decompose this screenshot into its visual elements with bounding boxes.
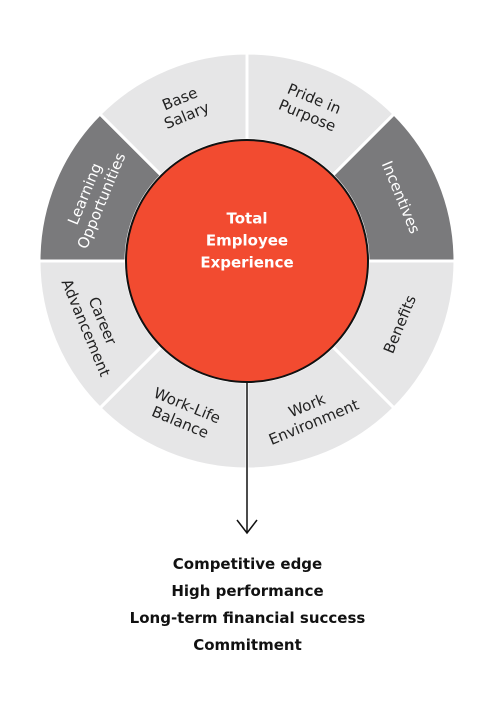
center-title-line: Experience — [200, 254, 293, 272]
outcomes-list: Competitive edge High performance Long-t… — [0, 551, 495, 659]
outcome-item: Commitment — [193, 636, 302, 654]
outcome-item: High performance — [171, 582, 324, 600]
outcome-item: Competitive edge — [172, 555, 323, 573]
employee-experience-wheel: Pride inPurposeIncentivesBenefitsWorkEnv… — [37, 51, 457, 535]
center-title-line: Employee — [206, 232, 288, 250]
outcome-item: Long-term financial success — [129, 609, 366, 627]
arrow-down-icon — [236, 519, 258, 535]
center-title-line: Total — [227, 210, 268, 228]
